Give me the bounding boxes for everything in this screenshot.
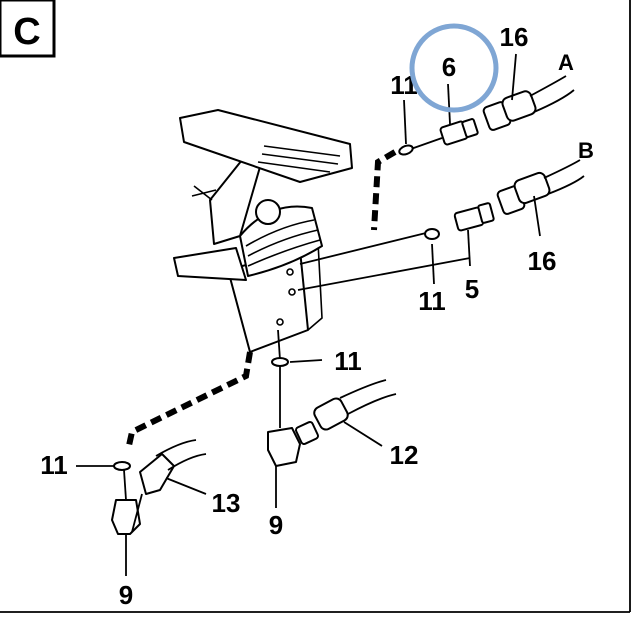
leader-fitting-mid xyxy=(467,229,471,267)
line-to-left-fitting xyxy=(123,469,127,501)
adjuster-knob xyxy=(255,199,281,225)
pedal-groove-3 xyxy=(257,161,331,173)
top-branch xyxy=(398,53,575,156)
section-badge: C xyxy=(0,0,56,58)
leader-hose-a xyxy=(511,53,517,101)
port-hole-1 xyxy=(286,268,294,276)
hose-13-upper xyxy=(155,439,197,457)
line-to-ring-mid xyxy=(299,231,431,265)
boot-rib-1 xyxy=(245,219,315,247)
boot-rib-2 xyxy=(247,229,319,257)
leader-ring-mid xyxy=(431,243,435,285)
fitting-mid-nut xyxy=(477,202,495,224)
port-hole-2 xyxy=(288,288,296,296)
callout-elbow-fitting: 9 xyxy=(269,510,283,540)
pedal-valve-assembly xyxy=(173,109,353,353)
callout-bottom-ring: 11 xyxy=(334,346,362,376)
pilot-line-top xyxy=(371,149,397,231)
leader-hose-b xyxy=(533,195,541,237)
leader-hose-13 xyxy=(165,477,207,495)
elbow-branch xyxy=(267,357,397,508)
boot-rib-3 xyxy=(247,239,321,267)
line-to-ring-bottom xyxy=(277,329,281,361)
callout-mid-ring: 11 xyxy=(418,286,446,316)
leader-ring-bottom xyxy=(289,359,323,363)
hose-12-upper xyxy=(339,379,387,399)
highlight-circle xyxy=(409,23,499,113)
left-hose-nut xyxy=(139,453,175,495)
elbow-hose-ferrule xyxy=(313,397,349,431)
leader-hose-12 xyxy=(343,421,383,447)
hose-a-upper xyxy=(529,75,567,97)
pedal-groove-2 xyxy=(261,153,339,165)
pedal-groove-1 xyxy=(263,145,341,157)
port-hole-3 xyxy=(276,318,284,326)
section-badge-box xyxy=(0,0,56,58)
o-ring-mid xyxy=(424,228,440,240)
hose-13-lower xyxy=(167,453,207,471)
o-ring-bottom xyxy=(271,357,289,367)
elbow-hose-nut xyxy=(295,421,319,445)
callout-left-ring: 11 xyxy=(40,450,68,480)
left-branch xyxy=(76,439,207,576)
callout-top-fitting: 6 xyxy=(442,52,456,82)
left-hose-link xyxy=(131,493,143,533)
hose-b-upper xyxy=(543,159,581,179)
mounting-flange xyxy=(173,247,247,281)
spring-detail xyxy=(191,185,217,201)
leader-ring-top xyxy=(403,99,407,145)
leader-port-mid xyxy=(297,257,471,291)
letter-hose-a: A xyxy=(558,50,574,75)
callout-elbow-hose: 12 xyxy=(390,440,419,470)
leader-fitting-top xyxy=(447,83,451,125)
o-ring-left xyxy=(113,461,131,471)
callout-hose-b: 16 xyxy=(528,246,557,276)
callout-mid-fitting: 5 xyxy=(465,274,479,304)
letter-hose-b: B xyxy=(578,138,594,163)
hose-a-lower xyxy=(533,89,575,113)
pilot-line-left xyxy=(125,351,253,451)
elbow-fitting xyxy=(267,427,301,467)
hose-b-ferrule xyxy=(513,171,551,205)
middle-branch xyxy=(424,159,585,285)
fitting-top-nut xyxy=(461,118,479,138)
callout-left-fitting: 9 xyxy=(119,580,133,610)
hose-b-lower xyxy=(547,175,585,195)
section-badge-text: C xyxy=(13,11,40,53)
callout-left-hose: 13 xyxy=(212,488,241,518)
callout-hose-a: 16 xyxy=(500,22,529,52)
hose-a-ferrule xyxy=(501,90,537,122)
o-ring-top xyxy=(398,144,414,156)
hose-12-lower xyxy=(347,393,397,415)
